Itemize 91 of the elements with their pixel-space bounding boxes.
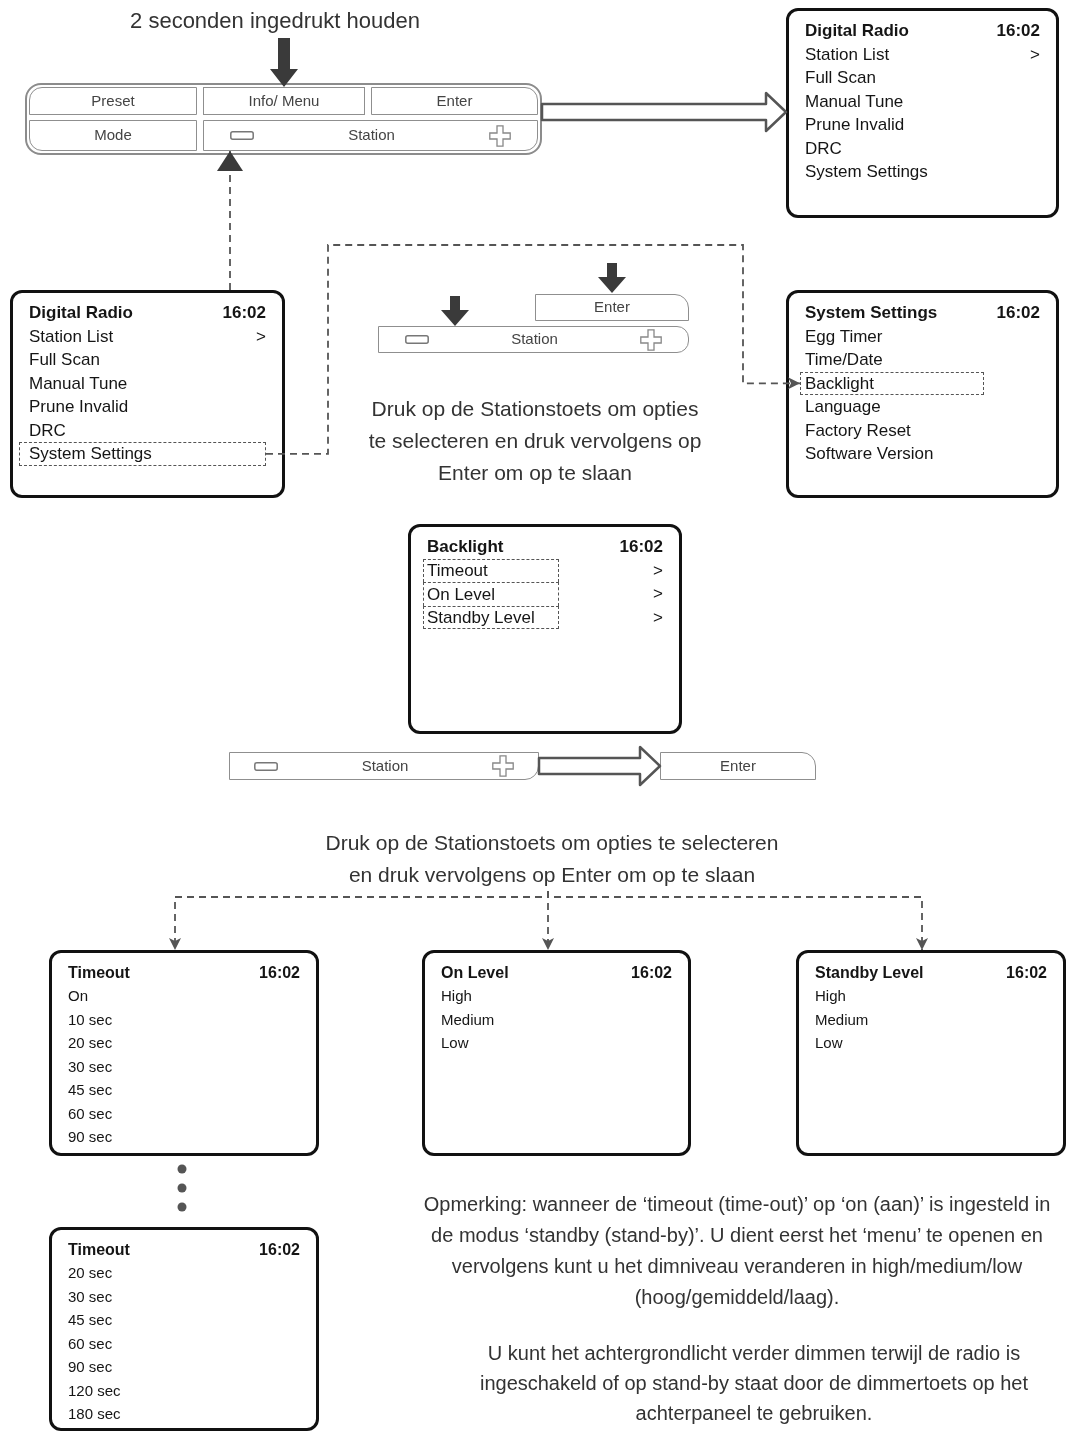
submenu-indicator: > (653, 606, 663, 629)
menu-item: System Settings (805, 161, 928, 183)
clock-time: 16:02 (259, 962, 300, 983)
menu-item: Language (805, 396, 881, 418)
submenu-indicator: > (653, 583, 663, 605)
menu-item: Manual Tune (805, 90, 904, 113)
menu-item: DRC (805, 137, 842, 160)
selected-menu-item: Backlight (800, 371, 984, 395)
selected-menu-item: On Level (423, 582, 559, 606)
menu-item: 60 sec (68, 1333, 113, 1354)
menu-item: Factory Reset (805, 419, 911, 442)
lcd-screen (796, 950, 1066, 1156)
lcd-screen (10, 290, 285, 498)
menu-item: On (68, 986, 88, 1006)
selected-menu-item: Standby Level (423, 605, 559, 629)
panel-button: Enter (371, 87, 538, 115)
clock-time: 16:02 (631, 962, 672, 983)
lcd-screen (786, 8, 1059, 218)
selected-menu-item: Timeout (423, 558, 559, 582)
menu-item: Low (815, 1033, 843, 1053)
screen-title: System Settings (805, 302, 938, 324)
instruction-text: 2 seconden ingedrukt houden (130, 4, 420, 38)
clock-time: 16:02 (1006, 962, 1047, 983)
menu-item: Time/Date (805, 349, 883, 371)
screen-title: Backlight (427, 536, 504, 558)
menu-item: 90 sec (68, 1357, 113, 1377)
menu-item: Prune Invalid (805, 114, 905, 136)
submenu-indicator: > (1030, 43, 1040, 66)
control-button: Enter (660, 752, 816, 780)
menu-item: 30 sec (68, 1056, 113, 1077)
screen-title: Timeout (68, 962, 130, 983)
menu-item: Medium (441, 1009, 495, 1030)
menu-item: 60 sec (68, 1103, 113, 1124)
dashed-arrow (217, 150, 243, 291)
hollow-arrow (537, 745, 662, 787)
panel-button: Preset (29, 87, 197, 115)
clock-time: 16:02 (996, 302, 1040, 324)
screen-title: Digital Radio (805, 20, 909, 42)
menu-item: 90 sec (68, 1127, 113, 1147)
clock-time: 16:02 (222, 302, 266, 324)
control-button: Station (229, 752, 539, 780)
menu-item: 20 sec (68, 1033, 113, 1053)
menu-item: 30 sec (68, 1286, 113, 1307)
lcd-screen (408, 524, 682, 734)
menu-item: Full Scan (805, 67, 876, 89)
panel-button: Info/ Menu (203, 87, 365, 115)
control-button: Station (378, 326, 689, 353)
menu-item: Software Version (805, 443, 934, 465)
menu-item: 45 sec (68, 1080, 113, 1100)
lcd-screen (422, 950, 691, 1156)
control-panel (25, 83, 542, 155)
instruction-text: Druk op de Stationstoets om opties te selecteren en druk vervolgens op Enter om op te slaan (317, 827, 787, 891)
menu-item: Station List (29, 325, 114, 348)
clock-time: 16:02 (259, 1239, 300, 1260)
panel-button: Station (203, 120, 538, 151)
menu-item: Manual Tune (29, 372, 128, 395)
note-text: Opmerking: wanneer de ‘timeout (time-out)’ op ‘on (aan)’ is ingesteld in de modus ‘standby (stand-by)’. U dient eerst het ‘menu’ te openen en vervolgens kunt u het dimniveau veranderen in high/medium/low (hoog/gemiddeld/laag). (422, 1192, 1052, 1310)
dashed-arrow (265, 244, 801, 455)
screen-title: Timeout (68, 1239, 130, 1260)
lcd-screen (49, 950, 319, 1156)
selected-menu-item: System Settings (19, 442, 266, 466)
arrow (270, 38, 298, 87)
menu-item: 20 sec (68, 1263, 113, 1283)
lcd-screen (786, 290, 1059, 498)
menu-item: High (815, 986, 846, 1006)
menu-item: DRC (29, 419, 66, 442)
menu-item: Low (441, 1033, 469, 1053)
screen-title: Digital Radio (29, 302, 133, 324)
menu-item: 45 sec (68, 1310, 113, 1330)
menu-item: 10 sec (68, 1009, 113, 1030)
menu-item: 120 sec (68, 1380, 121, 1401)
menu-item: High (441, 986, 472, 1006)
instruction-text: Druk op de Stationstoets om opties te selecteren en druk vervolgens op Enter om op te slaan (367, 396, 703, 486)
clock-time: 16:02 (996, 20, 1040, 42)
submenu-indicator: > (653, 559, 663, 582)
menu-item: Medium (815, 1009, 869, 1030)
menu-item: Full Scan (29, 349, 100, 371)
clock-time: 16:02 (619, 536, 663, 558)
menu-item: Egg Timer (805, 325, 883, 348)
lcd-screen (49, 1227, 319, 1431)
control-button: Enter (535, 294, 689, 321)
menu-item: Station List (805, 43, 890, 66)
panel-button: Mode (29, 120, 197, 151)
screen-title: On Level (441, 962, 509, 983)
dashed-arrow (547, 890, 928, 951)
hollow-arrow (540, 91, 788, 133)
submenu-indicator: > (256, 325, 266, 348)
note-text: U kunt het achtergrondlicht verder dimmen terwijl de radio is ingeschakeld of op stand-by staat door de dimmertoets op het achterpaneel te gebruiken. (478, 1341, 1030, 1426)
screen-title: Standby Level (815, 962, 924, 983)
menu-item: 180 sec (68, 1404, 121, 1424)
menu-item: Prune Invalid (29, 396, 129, 418)
